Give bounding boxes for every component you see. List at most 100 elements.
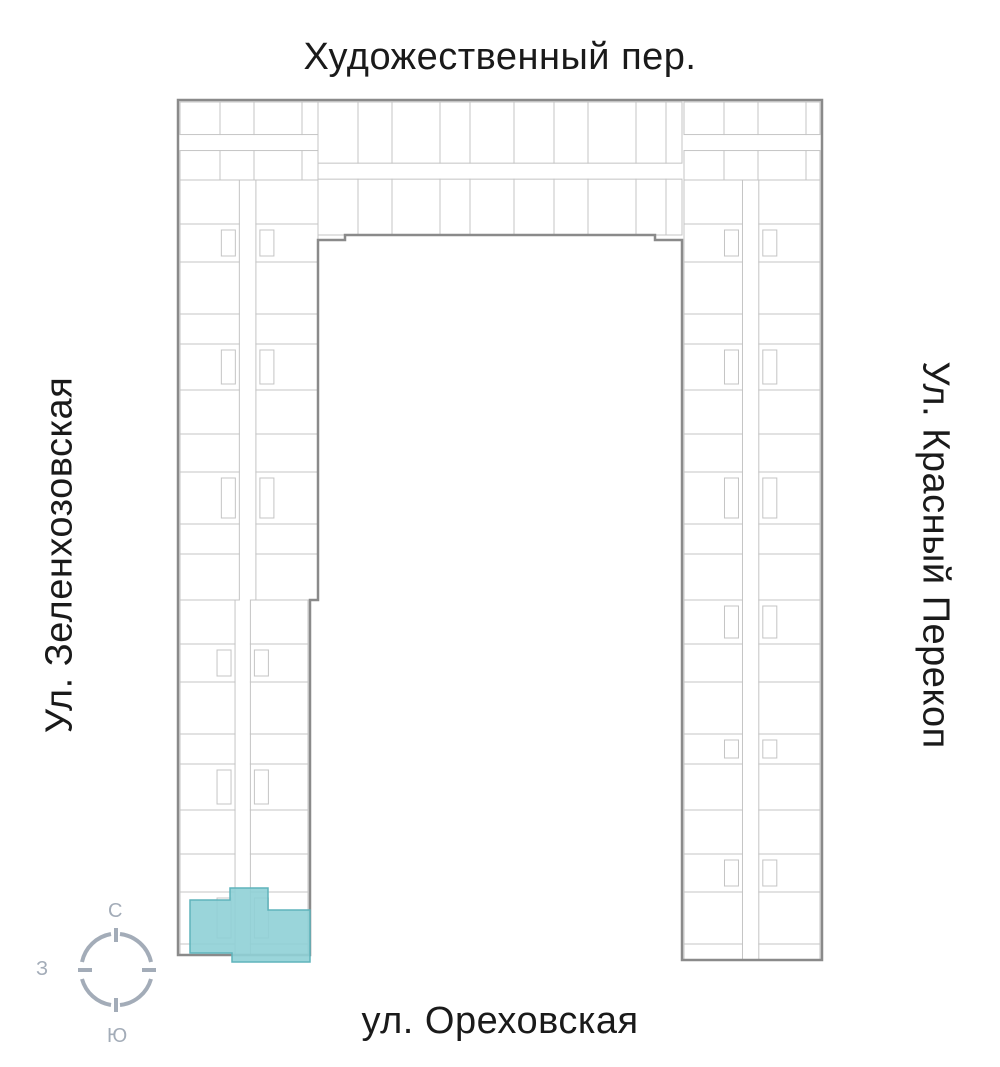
room xyxy=(723,150,759,181)
room xyxy=(179,763,236,811)
room xyxy=(220,477,236,519)
room xyxy=(249,853,309,893)
room xyxy=(758,763,821,811)
room xyxy=(220,349,236,385)
room xyxy=(683,643,743,683)
room xyxy=(762,477,778,519)
street-label-north: Художественный пер. xyxy=(303,36,697,78)
compass-west-label: З xyxy=(36,958,49,980)
room xyxy=(301,101,319,136)
room xyxy=(758,681,821,735)
room xyxy=(179,809,236,855)
room xyxy=(249,733,309,765)
compass-north-label: С xyxy=(108,900,123,922)
room xyxy=(513,178,555,236)
room xyxy=(762,859,778,887)
room xyxy=(259,349,275,385)
room xyxy=(255,179,319,225)
room xyxy=(762,739,778,759)
room xyxy=(249,681,309,735)
room xyxy=(219,150,255,181)
room xyxy=(723,859,739,887)
compass-ticks xyxy=(78,928,156,1012)
room xyxy=(249,809,309,855)
room xyxy=(758,313,821,345)
room xyxy=(179,599,236,645)
room xyxy=(758,733,821,765)
outer-wall xyxy=(176,98,824,962)
room xyxy=(179,733,236,765)
room xyxy=(179,101,221,136)
room xyxy=(683,733,743,765)
room xyxy=(253,101,303,136)
room xyxy=(255,433,319,473)
room xyxy=(301,150,319,181)
room xyxy=(469,101,515,164)
room xyxy=(683,101,725,136)
room xyxy=(723,349,739,385)
room xyxy=(758,523,821,555)
room xyxy=(255,389,319,435)
room xyxy=(723,477,739,519)
highlighted-apartment[interactable] xyxy=(189,887,311,963)
room xyxy=(220,229,236,257)
room xyxy=(805,101,821,136)
room xyxy=(179,261,240,315)
room xyxy=(255,471,319,525)
room xyxy=(758,433,821,473)
room xyxy=(255,343,319,391)
room xyxy=(805,150,821,181)
room xyxy=(179,853,236,893)
room xyxy=(179,150,221,181)
room xyxy=(758,809,821,855)
room xyxy=(635,178,667,236)
room xyxy=(723,101,759,136)
room xyxy=(635,101,667,164)
room xyxy=(723,739,739,759)
room xyxy=(391,178,441,236)
room xyxy=(683,179,743,225)
room xyxy=(758,553,821,601)
room xyxy=(249,599,309,645)
room xyxy=(683,681,743,735)
compass xyxy=(78,928,156,1012)
room xyxy=(317,178,359,236)
room xyxy=(762,349,778,385)
room xyxy=(469,178,515,236)
room xyxy=(255,313,319,345)
room xyxy=(758,261,821,315)
room xyxy=(683,943,743,961)
room xyxy=(179,433,240,473)
room xyxy=(683,343,743,391)
room xyxy=(762,605,778,639)
room xyxy=(683,809,743,855)
room xyxy=(179,681,236,735)
room xyxy=(259,477,275,519)
room xyxy=(758,643,821,683)
apartment-rooms xyxy=(179,101,821,961)
room xyxy=(439,178,471,236)
room xyxy=(683,261,743,315)
room xyxy=(253,150,303,181)
room xyxy=(179,313,240,345)
room xyxy=(216,649,232,677)
room xyxy=(259,229,275,257)
room xyxy=(757,101,807,136)
room xyxy=(758,179,821,225)
room xyxy=(179,389,240,435)
room xyxy=(553,101,589,164)
room xyxy=(683,553,743,601)
room xyxy=(683,599,743,645)
room xyxy=(179,179,240,225)
room xyxy=(683,433,743,473)
room xyxy=(758,471,821,525)
room xyxy=(357,178,393,236)
room xyxy=(179,471,240,525)
room xyxy=(255,553,319,601)
room xyxy=(683,763,743,811)
room xyxy=(216,769,232,805)
room xyxy=(665,178,683,236)
room xyxy=(391,101,441,164)
room xyxy=(683,150,725,181)
room xyxy=(513,101,555,164)
